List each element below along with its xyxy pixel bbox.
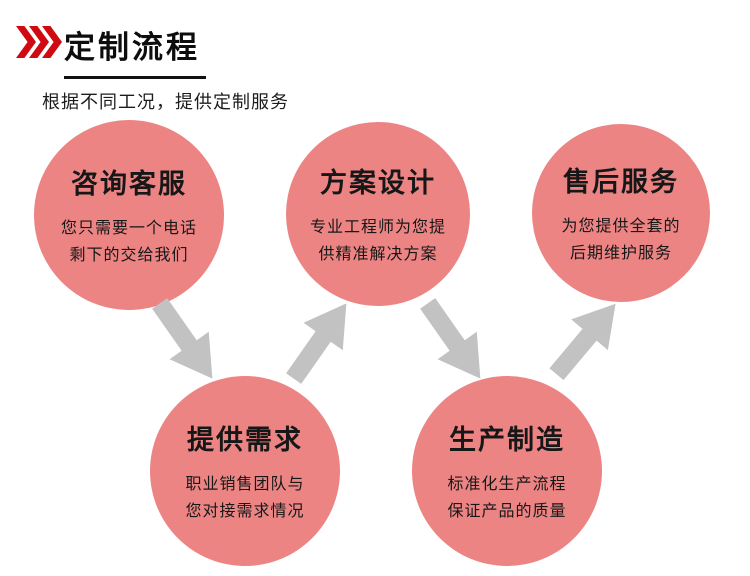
step-circle-design: 方案设计 专业工程师为您提 供精准解决方案 — [286, 122, 470, 306]
flow-arrow-up-right-icon — [286, 303, 347, 384]
step-desc-line: 职业销售团队与 — [185, 474, 305, 494]
step-title: 提供需求 — [187, 425, 303, 457]
step-desc-line: 保证产品的质量 — [447, 500, 567, 520]
step-circle-production: 生产制造 标准化生产流程 保证产品的质量 — [412, 376, 602, 566]
step-title: 生产制造 — [449, 425, 565, 457]
flow-arrow-down-right-icon — [420, 298, 481, 379]
subtitle: 根据不同工况，提供定制服务 — [42, 92, 289, 112]
step-circle-consult: 咨询客服 您只需要一个电话 剩下的交给我们 — [34, 120, 224, 310]
step-desc-line: 您只需要一个电话 — [60, 218, 197, 238]
step-title: 咨询客服 — [71, 169, 187, 201]
flow-arrow-up-right-icon — [549, 303, 616, 381]
page-title: 定制流程 — [64, 20, 206, 79]
flow-arrow-down-right-icon — [152, 298, 213, 379]
step-circle-requirements: 提供需求 职业销售团队与 您对接需求情况 — [150, 376, 340, 566]
step-circle-after-sales: 售后服务 为您提供全套的 后期维护服务 — [532, 124, 710, 302]
step-desc-line: 后期维护服务 — [569, 242, 672, 262]
step-desc-line: 剩下的交给我们 — [69, 244, 189, 264]
step-title: 售后服务 — [563, 167, 679, 199]
step-desc-line: 为您提供全套的 — [561, 216, 681, 236]
step-desc-line: 供精准解决方案 — [318, 243, 438, 263]
step-desc-line: 标准化生产流程 — [447, 474, 567, 494]
step-desc-line: 专业工程师为您提 — [309, 217, 446, 237]
step-title: 方案设计 — [320, 168, 436, 200]
step-desc-line: 您对接需求情况 — [185, 500, 305, 520]
triple-chevron-icon — [16, 26, 62, 58]
